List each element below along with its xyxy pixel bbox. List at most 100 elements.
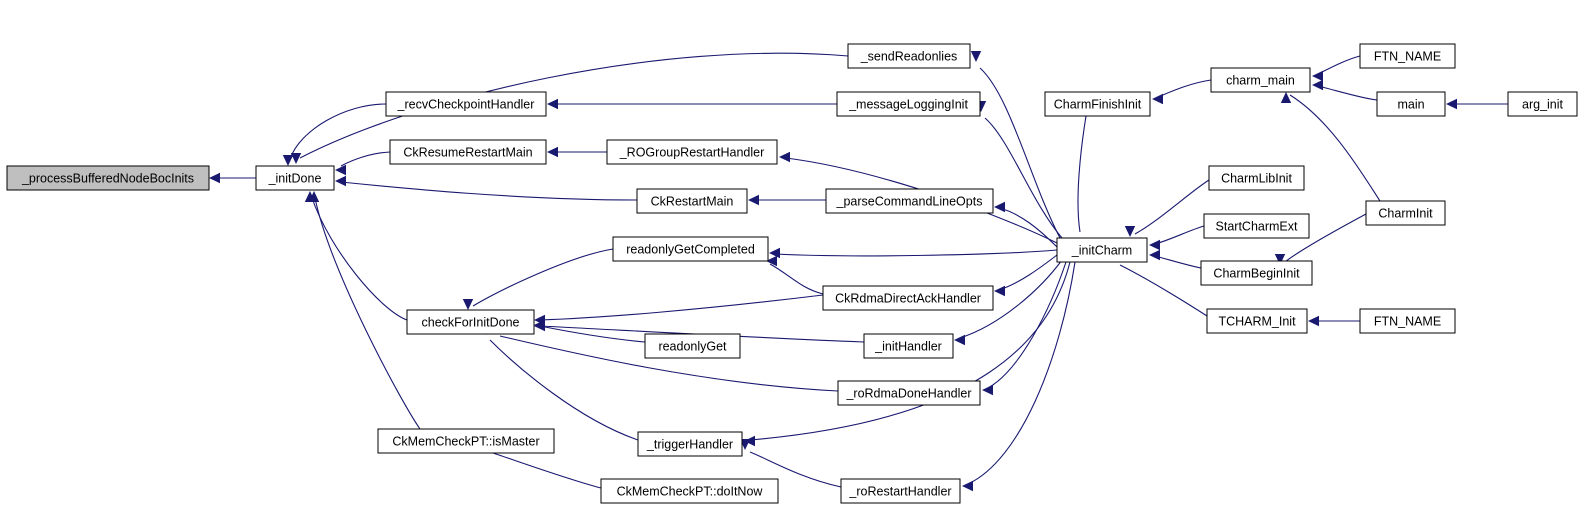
node-label: CharmInit xyxy=(1378,206,1433,220)
graph-node-roGroupRestartHandler[interactable]: _ROGroupRestartHandler xyxy=(606,139,778,165)
call-edge xyxy=(987,261,1067,389)
graph-node-ckRdmaDirectAckHandler[interactable]: CkRdmaDirectAckHandler xyxy=(822,285,994,311)
graph-node-charmInit[interactable]: CharmInit xyxy=(1365,200,1446,226)
call-edge xyxy=(499,335,839,392)
node-label: checkForInitDone xyxy=(422,315,520,329)
call-edge xyxy=(472,248,614,307)
node-label: CkRdmaDirectAckHandler xyxy=(835,291,981,305)
node-box xyxy=(612,236,769,262)
arrowhead-icon xyxy=(282,155,294,166)
graph-node-startCharmExt[interactable]: StartCharmExt xyxy=(1203,213,1310,239)
arrowhead-icon xyxy=(994,201,1005,213)
nodes-layer: _processBufferedNodeBocInits _initDone _re… xyxy=(6,43,1578,504)
graph-node-ftnNameBottom[interactable]: FTN_NAME xyxy=(1359,308,1456,334)
arrowhead-icon xyxy=(1274,254,1286,265)
graph-node-roRestartHandler[interactable]: _roRestartHandler xyxy=(840,478,961,504)
node-box xyxy=(1365,200,1446,226)
graph-node-readonlyGetCompleted[interactable]: readonlyGetCompleted xyxy=(612,236,769,262)
call-edge xyxy=(340,181,638,201)
arrowhead-icon xyxy=(1124,226,1136,237)
call-edge xyxy=(1077,103,1089,233)
node-box xyxy=(255,165,335,191)
arrowhead-icon xyxy=(962,480,973,492)
node-label: _processBufferedNodeBocInits xyxy=(21,171,194,185)
node-box xyxy=(1376,91,1446,117)
node-label: CharmFinishInit xyxy=(1054,97,1142,111)
node-box xyxy=(6,165,210,191)
graph-node-charmLibInit[interactable]: CharmLibInit xyxy=(1208,165,1305,191)
graph-node-initCharm[interactable]: _initCharm xyxy=(1056,237,1148,263)
node-box xyxy=(863,333,954,359)
call-edge xyxy=(1317,85,1378,101)
node-box xyxy=(1206,308,1308,334)
graph-node-parseCommandLineOpts[interactable]: _parseCommandLineOpts xyxy=(825,188,994,214)
node-box xyxy=(822,285,994,311)
call-edge xyxy=(979,67,1061,239)
call-edge xyxy=(984,117,1063,239)
arrowhead-icon xyxy=(547,98,558,110)
graph-node-recvCheckpointHandler[interactable]: _recvCheckpointHandler xyxy=(385,91,547,117)
graph-node-charmFinishInit[interactable]: CharmFinishInit xyxy=(1044,91,1151,117)
call-edge xyxy=(1119,264,1208,317)
node-label: CkMemCheckPT::doItNow xyxy=(617,484,764,498)
node-label: CharmBeginInit xyxy=(1213,266,1300,280)
node-label: _roRestartHandler xyxy=(848,484,951,498)
graph-node-tcharmInit[interactable]: TCHARM_Init xyxy=(1206,308,1308,334)
arrowhead-icon xyxy=(547,146,558,158)
graph-node-ckMemCheckPtDoItNow[interactable]: CkMemCheckPT::doItNow xyxy=(600,478,779,504)
graph-node-main[interactable]: main xyxy=(1376,91,1446,117)
node-box xyxy=(377,428,555,454)
graph-node-ckRestartMain[interactable]: CkRestartMain xyxy=(636,188,748,214)
arrowhead-icon xyxy=(1280,92,1292,103)
node-label: readonlyGet xyxy=(658,339,727,353)
graph-node-initDone[interactable]: _initDone xyxy=(255,165,335,191)
node-box xyxy=(389,139,547,165)
node-box xyxy=(825,188,994,214)
arrowhead-icon xyxy=(290,153,302,164)
arrowhead-icon xyxy=(1446,98,1457,110)
graph-node-triggerHandler[interactable]: _triggerHandler xyxy=(637,431,743,457)
node-box xyxy=(1056,237,1148,263)
graph-node-sendReadonlies[interactable]: _sendReadonlies xyxy=(847,43,971,69)
graph-node-readonlyGet[interactable]: readonlyGet xyxy=(644,333,741,359)
arrowhead-icon xyxy=(534,320,545,332)
call-edge xyxy=(314,197,421,430)
graph-node-initHandler[interactable]: _initHandler xyxy=(863,333,954,359)
graph-node-roRdmaDoneHandler[interactable]: _roRdmaDoneHandler xyxy=(837,380,981,406)
node-label: _messageLoggingInit xyxy=(848,97,968,111)
graph-node-charmBeginInit[interactable]: CharmBeginInit xyxy=(1200,260,1313,286)
node-label: _initCharm xyxy=(1071,243,1132,257)
call-edge xyxy=(289,103,387,160)
node-label: _roRdmaDoneHandler xyxy=(845,386,971,400)
node-box xyxy=(836,91,981,117)
graph-node-ckResumeRestartMain[interactable]: CkResumeRestartMain xyxy=(389,139,547,165)
node-box xyxy=(385,91,547,117)
call-edge xyxy=(959,259,1063,339)
call-edge xyxy=(1154,225,1205,245)
edges-layer xyxy=(209,51,1508,492)
node-box xyxy=(637,431,743,457)
graph-node-ckMemCheckPtIsMaster[interactable]: CkMemCheckPT::isMaster xyxy=(377,428,555,454)
graph-node-charmMain[interactable]: charm_main xyxy=(1210,67,1311,93)
arrowhead-icon xyxy=(462,299,474,310)
node-label: arg_init xyxy=(1522,97,1564,111)
graph-node-checkForInitDone[interactable]: checkForInitDone xyxy=(406,309,535,335)
graph-node-processBufferedNodeBocInits[interactable]: _processBufferedNodeBocInits xyxy=(6,165,210,191)
call-edge xyxy=(489,339,639,441)
arrowhead-icon xyxy=(1312,70,1323,82)
node-box xyxy=(840,478,961,504)
node-label: FTN_NAME xyxy=(1374,49,1441,63)
arrowhead-icon xyxy=(1312,79,1323,91)
node-label: FTN_NAME xyxy=(1374,314,1441,328)
call-edge xyxy=(749,451,842,488)
call-edge xyxy=(1157,79,1212,98)
graph-node-ftnNameTop[interactable]: FTN_NAME xyxy=(1359,43,1456,69)
call-edge xyxy=(340,151,391,167)
graph-node-argInit[interactable]: arg_init xyxy=(1507,91,1578,117)
graph-node-messageLoggingInit[interactable]: _messageLoggingInit xyxy=(836,91,981,117)
node-box xyxy=(1507,91,1578,117)
arrowhead-icon xyxy=(766,255,777,267)
call-edge xyxy=(539,325,646,343)
arrowhead-icon xyxy=(744,435,755,447)
call-edge xyxy=(311,197,408,321)
